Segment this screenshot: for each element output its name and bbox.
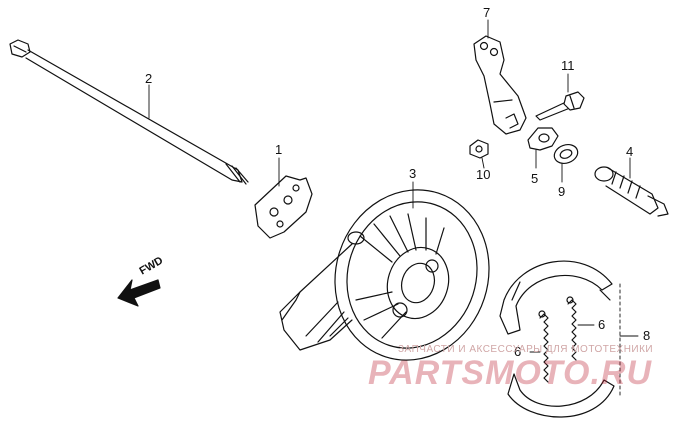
callout-6b: 6 [514, 344, 522, 359]
brake-cam-part [594, 166, 669, 217]
brake-shoe-part [499, 260, 615, 418]
callout-1: 1 [275, 142, 283, 157]
watermark-caption: ЗАПЧАСТИ И АКСЕССУАРЫ ДЛЯ МОТОТЕХНИКИ [398, 344, 654, 355]
callout-3: 3 [409, 166, 417, 181]
callout-8: 8 [643, 328, 651, 343]
callout-11: 11 [561, 58, 575, 73]
callout-4: 4 [626, 144, 634, 159]
bolt-part [535, 91, 585, 121]
callout-10: 10 [476, 167, 491, 182]
callout-9: 9 [558, 184, 566, 199]
callout-2: 2 [145, 71, 153, 86]
callout-6a: 6 [598, 317, 606, 332]
spring-part [538, 296, 577, 383]
nut-part [469, 139, 489, 159]
brake-arm-part [473, 35, 527, 135]
seal-ring-part [553, 143, 579, 165]
callout-7: 7 [483, 5, 491, 20]
leader-lines [148, 19, 639, 396]
watermark-brand: PARTSMOTO.RU [368, 354, 653, 392]
brake-panel-part [279, 189, 490, 361]
axle-part [9, 39, 249, 185]
wear-indicator-part [527, 127, 559, 151]
axle-plate-part [254, 175, 313, 239]
forward-arrow-icon [117, 279, 161, 307]
callout-5: 5 [531, 171, 539, 186]
